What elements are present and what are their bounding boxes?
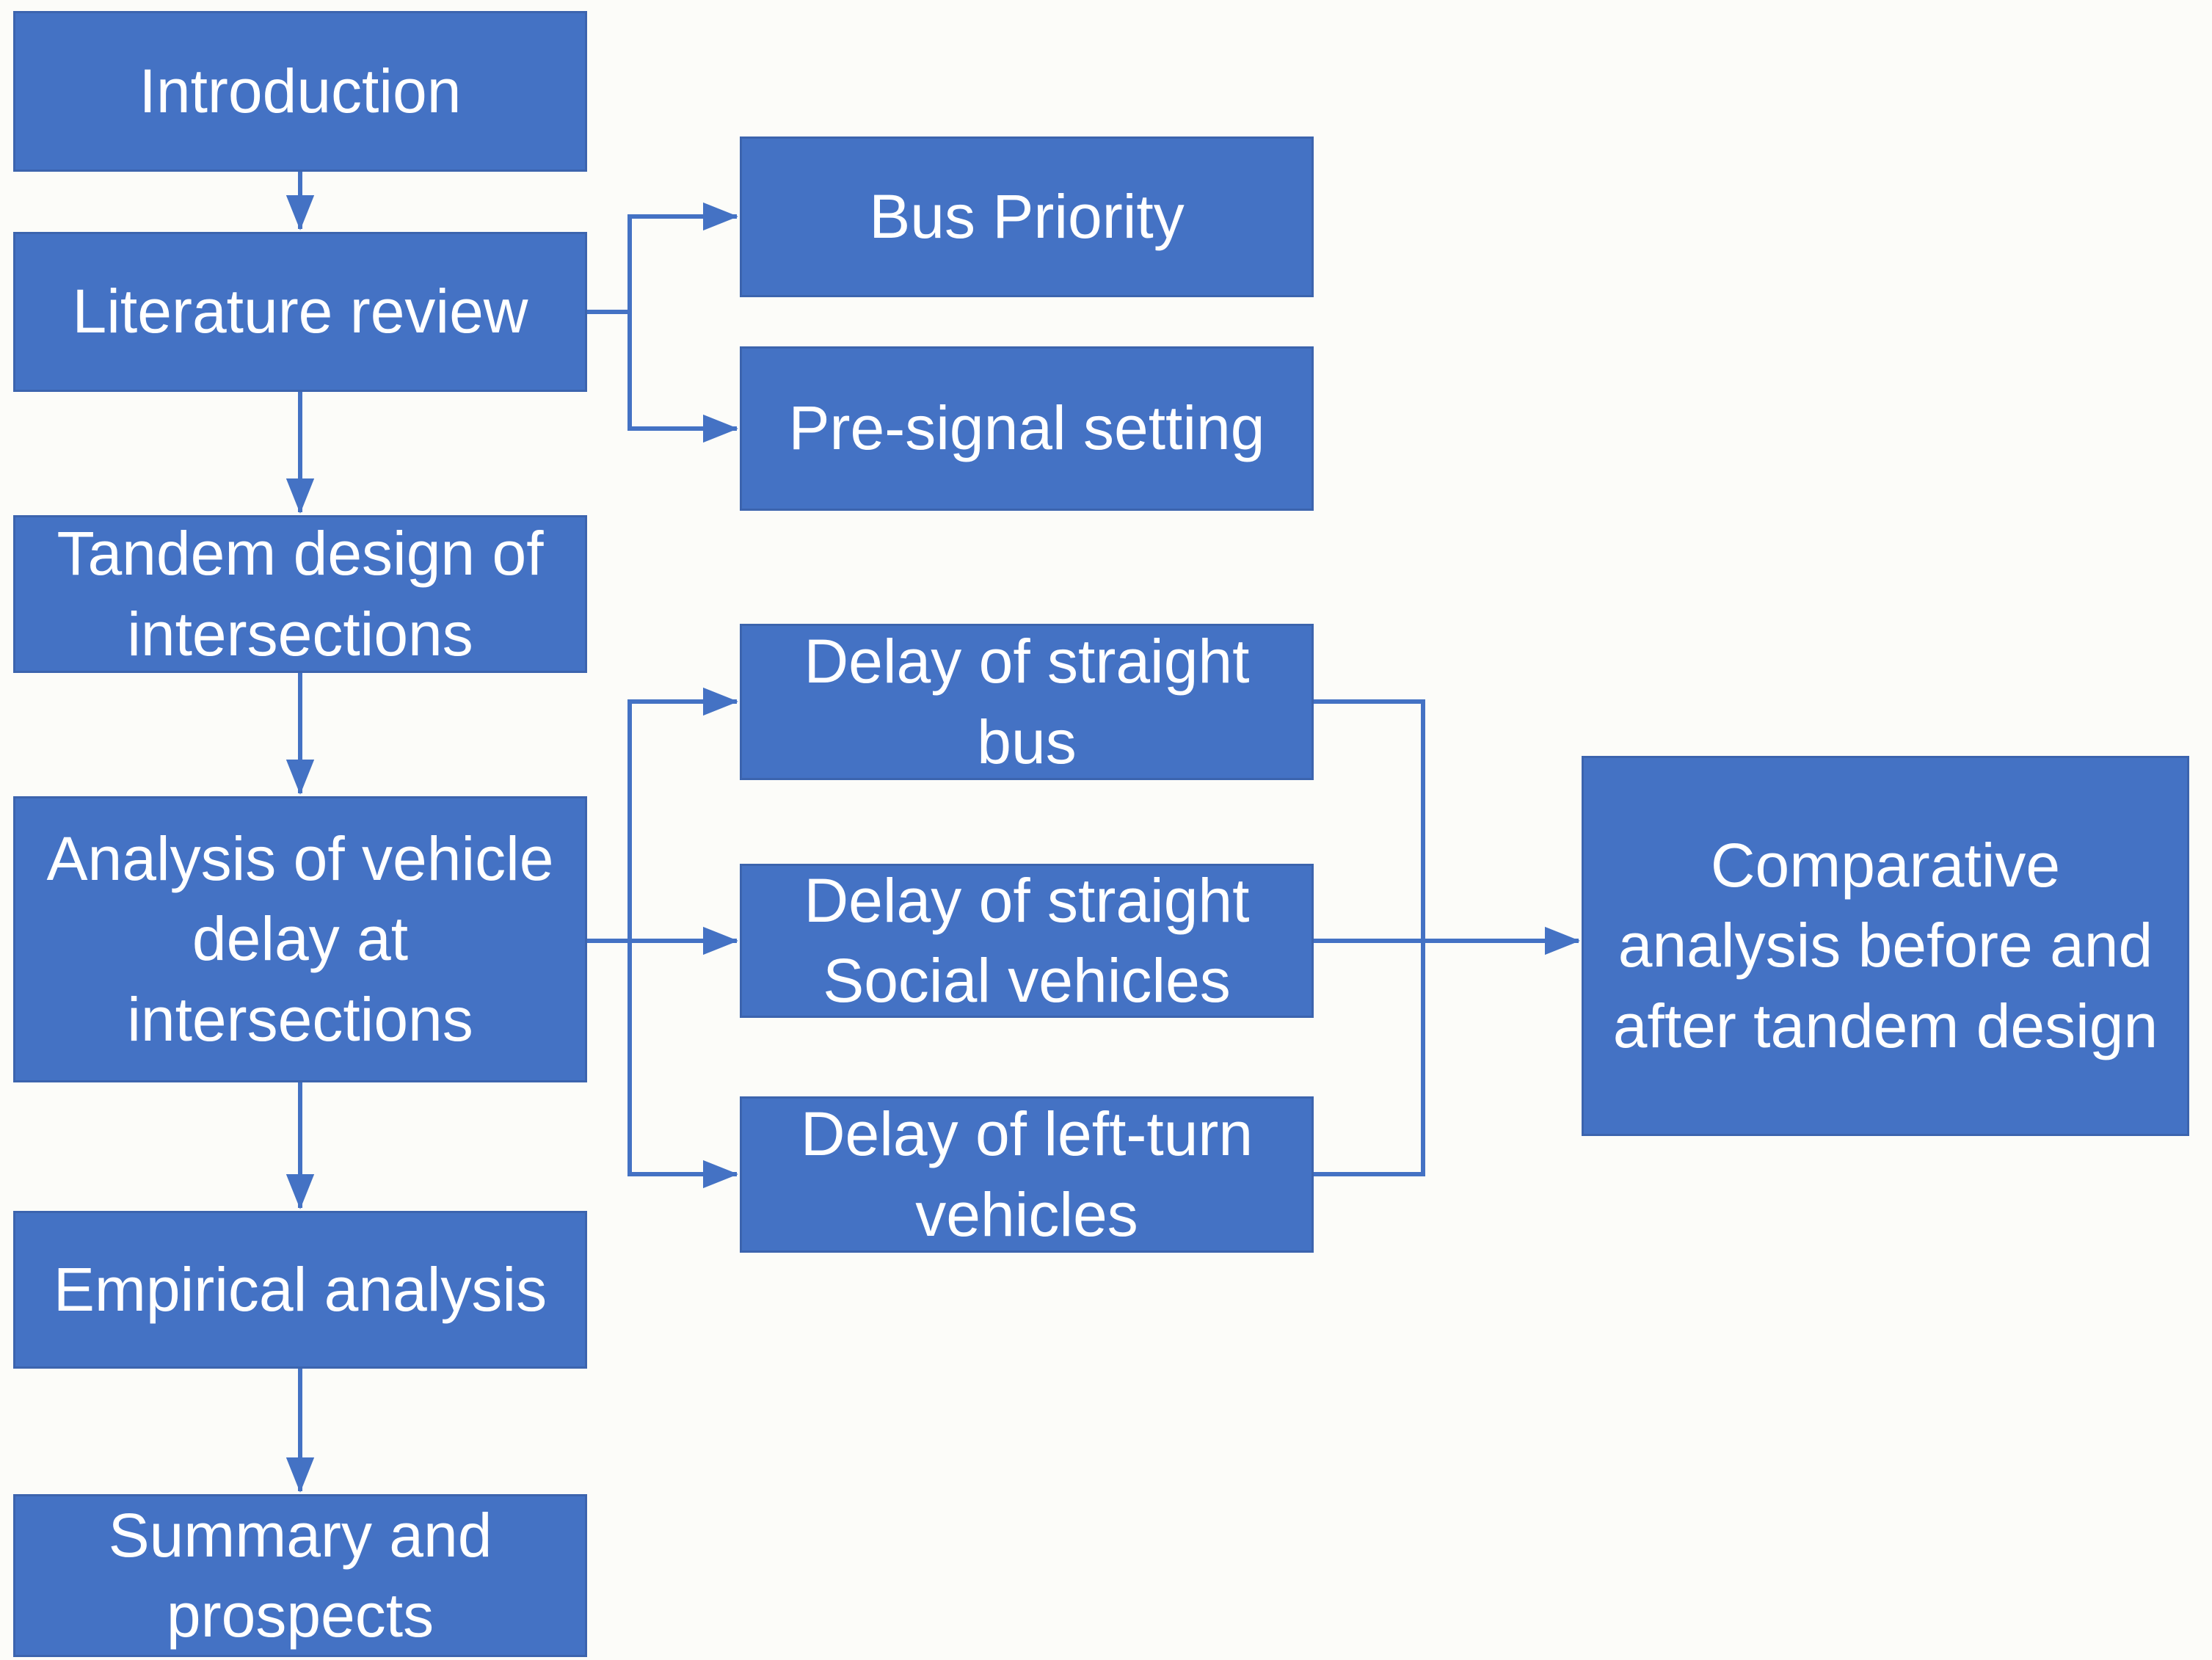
node-introduction-label: Introduction bbox=[139, 56, 462, 125]
node-literature-review-label: Literature review bbox=[72, 277, 528, 346]
node-literature-review: Literature review bbox=[13, 232, 587, 392]
node-summary-prospects: Summary and prospects bbox=[13, 1494, 587, 1657]
edge-literature-buspriority bbox=[587, 202, 738, 314]
edge-analysis-delayleftturn bbox=[627, 941, 738, 1189]
node-bus-priority: Bus Priority bbox=[740, 136, 1314, 297]
node-delay-straight-social-label: Delay of straight Social vehicles bbox=[804, 865, 1250, 1015]
node-delay-straight-social: Delay of straight Social vehicles bbox=[740, 864, 1314, 1018]
edge-analysis-delaybus bbox=[627, 687, 738, 941]
node-tandem-design-label: Tandem design of intersections bbox=[57, 519, 544, 669]
node-delay-left-turn: Delay of left-turn vehicles bbox=[740, 1096, 1314, 1253]
node-pre-signal-setting: Pre-signal setting bbox=[740, 346, 1314, 511]
edge-literature-presignal bbox=[627, 312, 738, 443]
node-summary-prospects-label: Summary and prospects bbox=[108, 1500, 492, 1650]
node-empirical-analysis: Empirical analysis bbox=[13, 1211, 587, 1369]
node-pre-signal-setting-label: Pre-signal setting bbox=[788, 393, 1265, 463]
node-delay-left-turn-label: Delay of left-turn vehicles bbox=[800, 1099, 1254, 1249]
node-delay-straight-bus-label: Delay of straight bus bbox=[804, 627, 1250, 776]
node-analysis-vehicle-delay: Analysis of vehicle delay at intersectio… bbox=[13, 796, 587, 1082]
node-delay-straight-bus: Delay of straight bus bbox=[740, 624, 1314, 780]
node-introduction: Introduction bbox=[13, 11, 587, 172]
node-analysis-vehicle-delay-label: Analysis of vehicle delay at intersectio… bbox=[46, 824, 554, 1054]
node-tandem-design: Tandem design of intersections bbox=[13, 515, 587, 673]
edge-delayleftturn-merge bbox=[1314, 941, 1425, 1176]
node-empirical-analysis-label: Empirical analysis bbox=[53, 1254, 547, 1324]
edge-delaybus-merge bbox=[1314, 699, 1425, 941]
node-comparative-analysis: Comparative analysis before and after ta… bbox=[1582, 756, 2189, 1136]
node-bus-priority-label: Bus Priority bbox=[869, 181, 1185, 251]
node-comparative-analysis-label: Comparative analysis before and after ta… bbox=[1612, 831, 2158, 1060]
